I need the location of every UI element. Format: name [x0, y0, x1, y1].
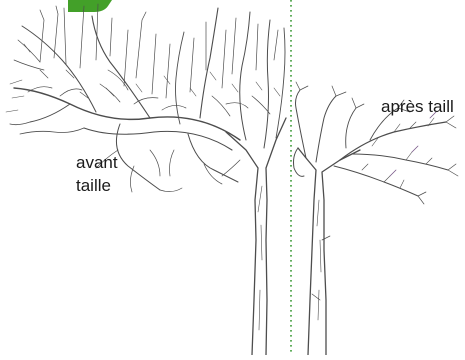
- label-before-pruning: avant taille: [76, 151, 118, 197]
- tree-before-pruning: [6, 4, 286, 355]
- label-before-line1: avant: [76, 151, 118, 174]
- label-before-line2: taille: [76, 174, 118, 197]
- tree-after-pruning: [294, 82, 459, 355]
- green-corner-tab: [68, 0, 112, 12]
- label-after-pruning: après taill: [381, 95, 454, 118]
